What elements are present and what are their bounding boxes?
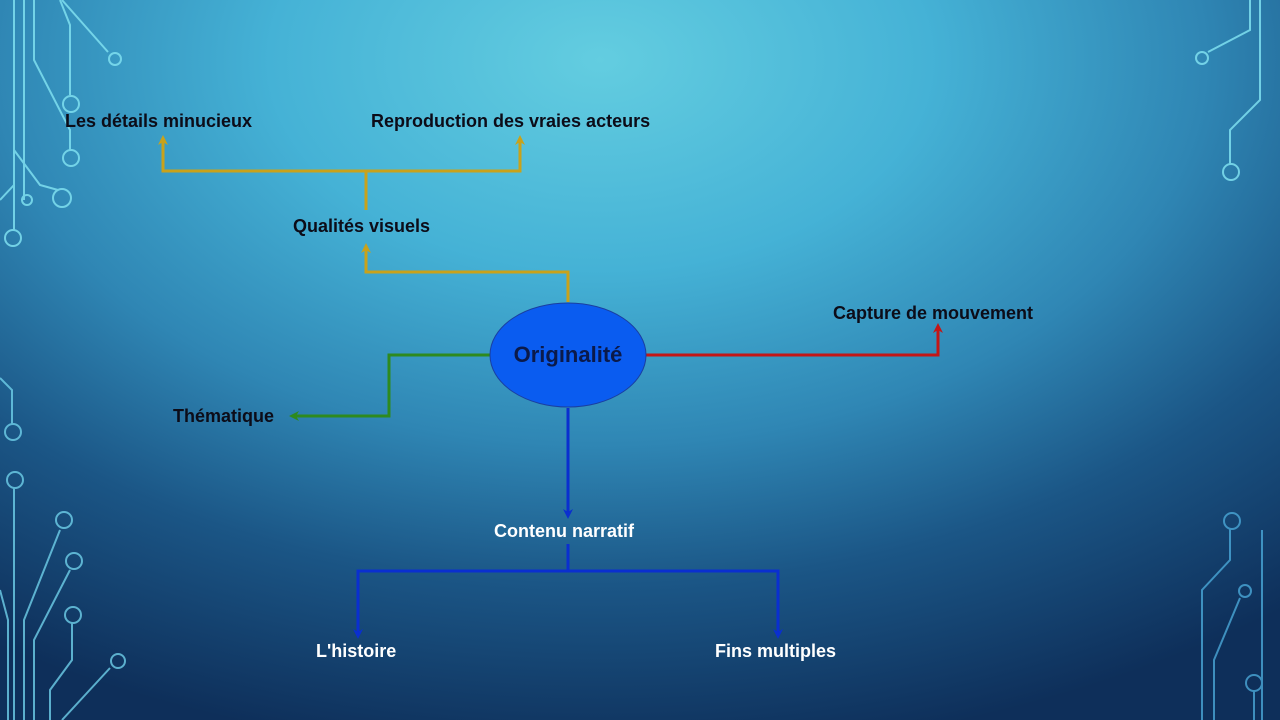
connector-to-fins: [568, 569, 783, 639]
connector-center-to-qualites: [361, 243, 570, 302]
connector-to-histoire: [353, 569, 568, 639]
node-fins-multiples: Fins multiples: [715, 641, 837, 661]
connector-center-to-thematique: [289, 353, 490, 421]
connector-center-to-capture: [645, 323, 943, 357]
center-node-ellipse: [489, 302, 647, 408]
center-node-label: Originalité: [513, 342, 623, 367]
node-details-minucieux: Les détails minucieux: [65, 111, 253, 131]
circuit-decoration-right-top: [1195, 0, 1261, 181]
node-histoire: L'histoire: [316, 641, 397, 661]
connector-to-reproduction: [366, 135, 525, 173]
node-capture-mouvement: Capture de mouvement: [833, 303, 1034, 323]
connector-to-details: [158, 135, 366, 173]
circuit-decoration-left-bottom: [0, 377, 126, 720]
circuit-decoration-right-bottom: [1201, 512, 1263, 720]
node-thematique: Thématique: [173, 406, 275, 426]
node-contenu-narratif: Contenu narratif: [494, 521, 635, 541]
circuit-decoration-left-top: [0, 0, 122, 247]
node-reproduction-acteurs: Reproduction des vraies acteurs: [371, 111, 651, 131]
node-qualites-visuels: Qualités visuels: [293, 216, 431, 236]
